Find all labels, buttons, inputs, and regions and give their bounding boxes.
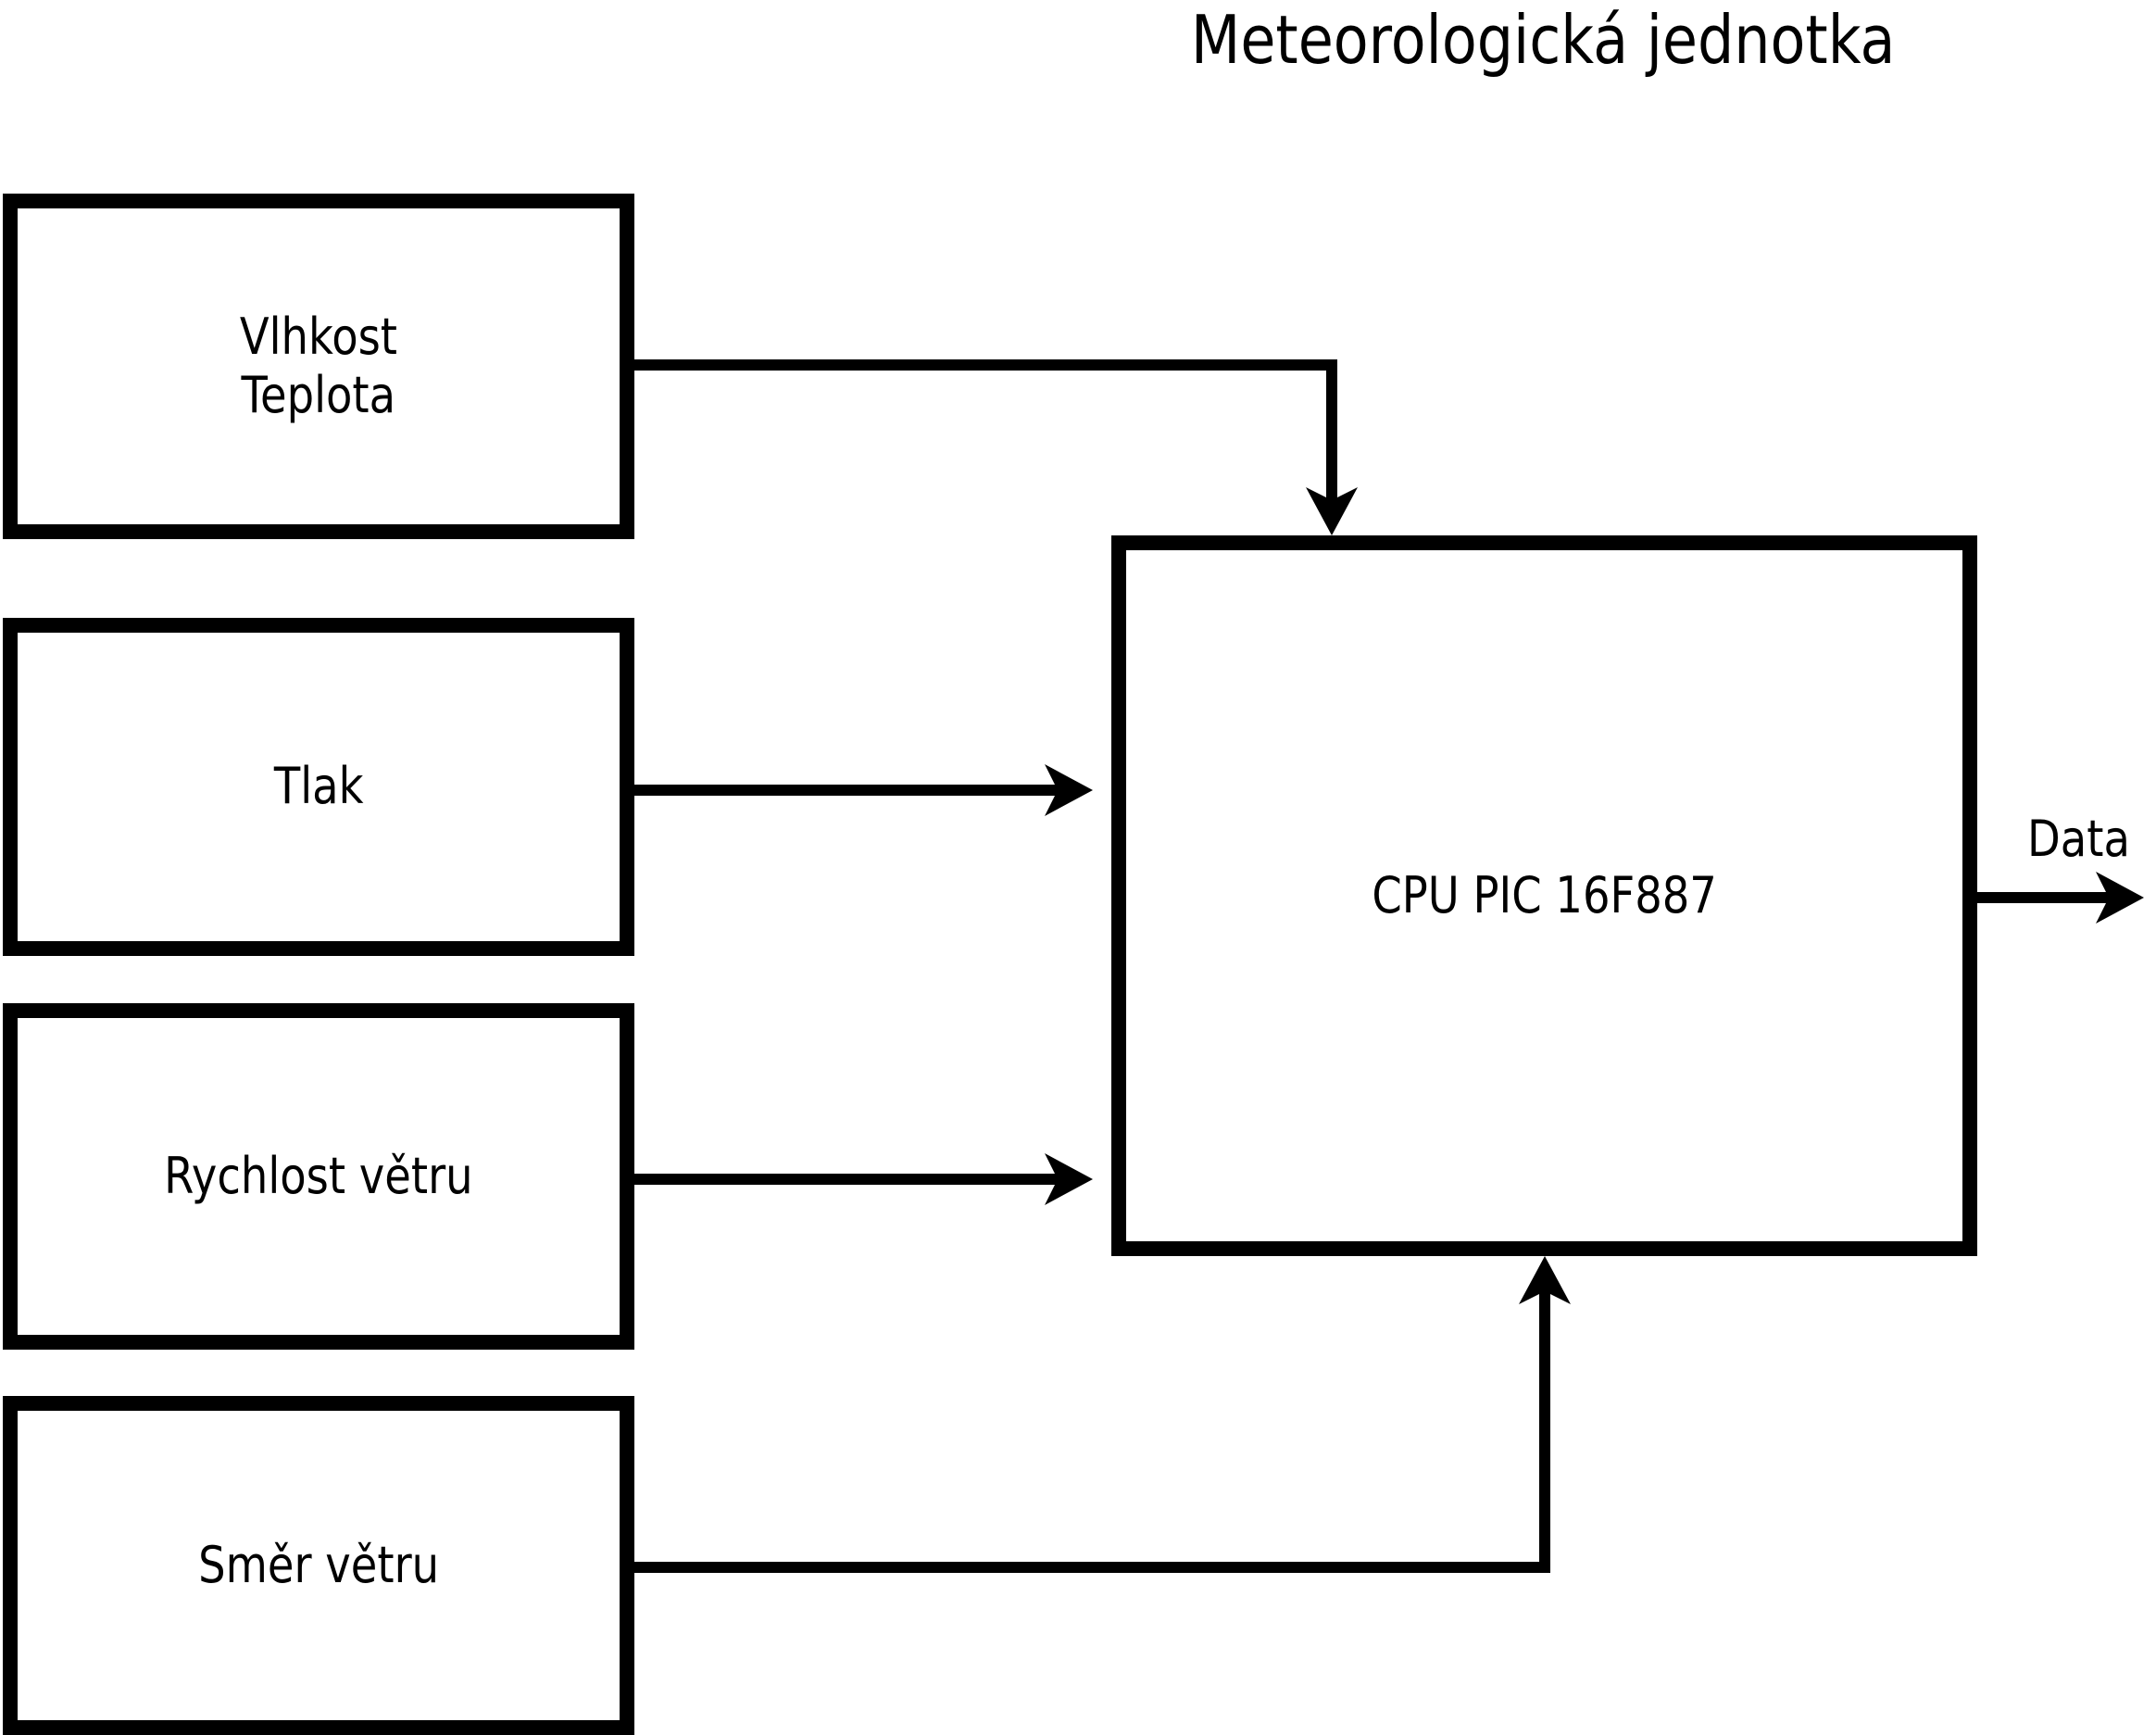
- box-cpu-label: CPU PIC 16F887: [1372, 865, 1717, 924]
- data-output-label-text: Data: [2026, 810, 2130, 868]
- diagram-title-text: Meteorologická jednotka: [1190, 1, 1896, 79]
- arrowhead-right-icon: [1045, 1153, 1093, 1205]
- wire-winddir-to-cpu: [634, 1291, 1550, 1573]
- arrowhead-right-icon: [2096, 872, 2144, 924]
- box-vlhkost-teplota-line1: Vlhkost: [239, 308, 398, 367]
- arrowhead-down-icon: [1306, 487, 1358, 535]
- wire-humidity-to-cpu: [634, 359, 1337, 500]
- box-tlak: Tlak: [3, 618, 634, 956]
- box-rychlost-vetru: Rychlost větru: [3, 1003, 634, 1350]
- arrowhead-up-icon: [1519, 1256, 1571, 1304]
- box-smer-vetru: Směr větru: [3, 1396, 634, 1735]
- diagram-title: Meteorologická jednotka: [1071, 1, 2015, 79]
- data-output-label: Data: [2000, 810, 2156, 868]
- arrowhead-right-icon: [1045, 764, 1093, 816]
- box-tlak-label: Tlak: [273, 757, 364, 816]
- box-smer-vetru-label: Směr větru: [198, 1535, 439, 1594]
- box-rychlost-vetru-label: Rychlost větru: [164, 1146, 473, 1205]
- box-vlhkost-teplota: Vlhkost Teplota: [3, 194, 634, 539]
- box-cpu: CPU PIC 16F887: [1111, 535, 1977, 1256]
- box-vlhkost-teplota-line2: Teplota: [241, 365, 396, 424]
